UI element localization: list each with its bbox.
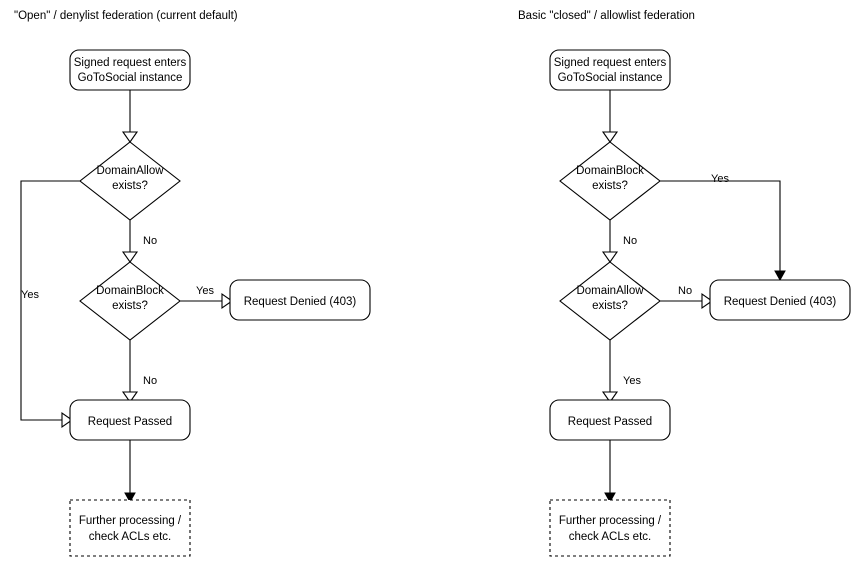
node-entry-left[interactable]: Signed request enters GoToSocial instanc… [69, 49, 191, 91]
edge-label-domainallow-yes-left: Yes [21, 289, 39, 301]
edge-domainallow-no-right: No [660, 285, 713, 310]
edge-domainblock-yes-right: Yes [660, 173, 786, 282]
node-entry-left-shape[interactable] [69, 49, 191, 91]
node-decision-domainallow-right-line2: exists? [592, 300, 628, 312]
node-request-denied-left[interactable]: Request Denied (403) [229, 279, 371, 321]
edge-passed-to-further-right [604, 440, 616, 504]
node-further-processing-left[interactable]: Further processing / check ACLs etc. [69, 499, 191, 557]
arrowhead-open-icon [601, 391, 619, 403]
node-entry-right-line1: Signed request enters [554, 57, 667, 69]
edge-label-domainblock-no-left: No [143, 375, 157, 387]
arrowhead-open-icon [601, 131, 619, 143]
edge-entry-to-domainblock-right [601, 90, 619, 143]
edge-label-domainblock-yes-left: Yes [196, 285, 214, 297]
edge-domainblock-no-right: No [601, 220, 637, 263]
node-decision-domainallow-right[interactable]: DomainAllow exists? [559, 261, 661, 341]
node-decision-domainallow-left-line1: DomainAllow [96, 165, 164, 177]
edge-label-domainblock-no-right: No [623, 235, 637, 247]
edge-label-domainallow-no-right: No [678, 285, 692, 297]
node-request-passed-left[interactable]: Request Passed [69, 399, 191, 441]
node-entry-right-line2: GoToSocial instance [558, 72, 663, 84]
node-entry-right-shape[interactable] [549, 49, 671, 91]
node-decision-domainblock-left[interactable]: DomainBlock exists? [79, 261, 181, 341]
arrowhead-open-icon [121, 391, 139, 403]
node-decision-domainblock-right[interactable]: DomainBlock exists? [559, 141, 661, 221]
node-request-denied-right-shape[interactable] [709, 279, 851, 321]
edge-entry-to-domainallow-left [121, 90, 139, 143]
diagram-closed-allowlist: Basic "closed" / allowlist federation Si… [518, 10, 851, 557]
node-decision-domainblock-right-line2: exists? [592, 180, 628, 192]
node-further-processing-left-shape[interactable] [69, 499, 191, 557]
node-request-passed-right-label: Request Passed [568, 416, 652, 428]
edge-domainallow-yes-right: Yes [601, 340, 641, 403]
edge-label-domainallow-yes-right: Yes [623, 375, 641, 387]
arrowhead-open-icon [121, 251, 139, 263]
node-request-denied-right[interactable]: Request Denied (403) [709, 279, 851, 321]
node-further-processing-right-line2: check ACLs etc. [569, 531, 651, 543]
node-decision-domainallow-right-line1: DomainAllow [576, 285, 644, 297]
node-entry-right[interactable]: Signed request enters GoToSocial instanc… [549, 49, 671, 91]
edge-passed-to-further-left [124, 440, 136, 504]
node-decision-domainblock-left-line2: exists? [112, 300, 148, 312]
edge-label-domainallow-no-left: No [143, 235, 157, 247]
node-decision-domainblock-left-line1: DomainBlock [96, 285, 164, 297]
edge-label-domainblock-yes-right: Yes [711, 173, 729, 185]
arrowhead-open-icon [61, 411, 73, 429]
arrowhead-open-icon [121, 131, 139, 143]
arrowhead-open-icon [601, 251, 619, 263]
node-further-processing-right[interactable]: Further processing / check ACLs etc. [549, 499, 671, 557]
node-further-processing-right-shape[interactable] [549, 499, 671, 557]
node-request-denied-left-label: Request Denied (403) [244, 296, 357, 308]
arrowhead-open-icon [701, 292, 713, 310]
edge-domainblock-no-left: No [121, 340, 157, 403]
arrowhead-open-icon [221, 292, 233, 310]
diagram-open-denylist: "Open" / denylist federation (current de… [14, 10, 371, 557]
diagram-title-open-denylist: "Open" / denylist federation (current de… [14, 10, 238, 22]
edge-domainallow-yes-left: Yes [20, 180, 80, 429]
edge-domainblock-yes-left: Yes [180, 285, 233, 310]
node-request-denied-right-label: Request Denied (403) [724, 296, 837, 308]
node-entry-left-line2: GoToSocial instance [78, 72, 183, 84]
arrowhead-solid-icon [774, 270, 786, 282]
node-decision-domainallow-left-line2: exists? [112, 180, 148, 192]
node-request-passed-right[interactable]: Request Passed [549, 399, 671, 441]
node-request-denied-left-shape[interactable] [229, 279, 371, 321]
diagram-title-closed-allowlist: Basic "closed" / allowlist federation [518, 10, 695, 22]
arrowhead-solid-icon [124, 492, 136, 504]
node-decision-domainallow-left[interactable]: DomainAllow exists? [79, 141, 181, 221]
node-entry-left-line1: Signed request enters [74, 57, 187, 69]
node-decision-domainblock-right-line1: DomainBlock [576, 165, 644, 177]
node-further-processing-right-line1: Further processing / [559, 515, 662, 527]
arrowhead-solid-icon [604, 492, 616, 504]
node-further-processing-left-line1: Further processing / [79, 515, 182, 527]
node-request-passed-left-label: Request Passed [88, 416, 172, 428]
edge-domainallow-no-left: No [121, 220, 157, 263]
node-further-processing-left-line2: check ACLs etc. [89, 531, 171, 543]
